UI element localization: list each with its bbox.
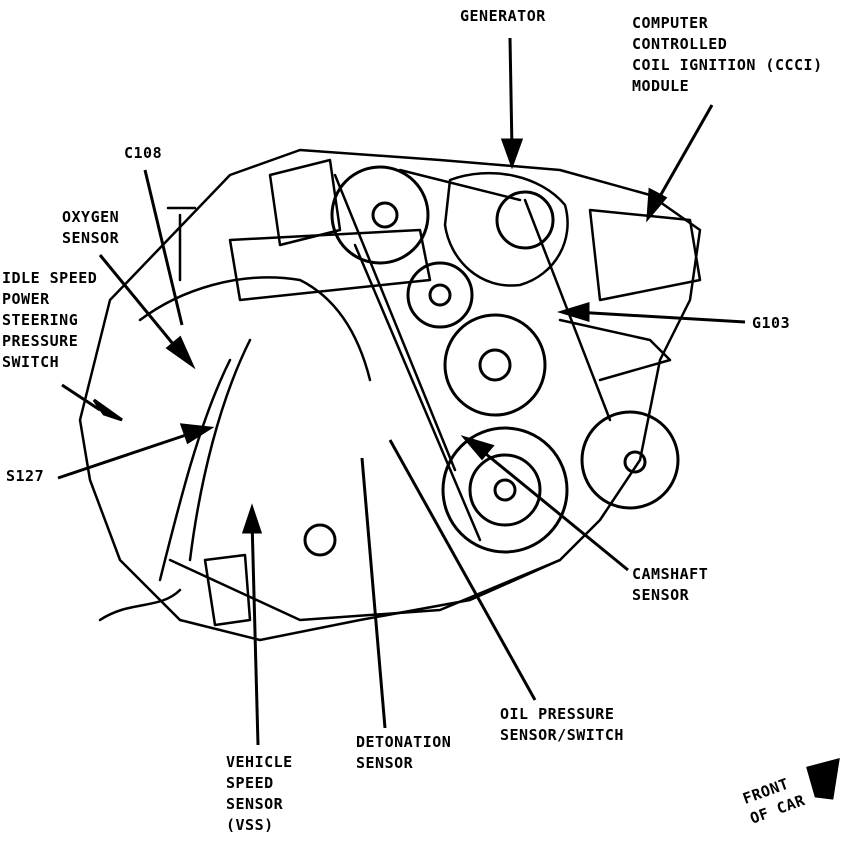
crank-pulley-hub xyxy=(493,478,517,502)
power-steering-pump xyxy=(268,158,342,247)
label-oxygen-sensor: OXYGEN SENSOR xyxy=(62,208,120,247)
leader-vss xyxy=(250,519,260,746)
hose-left xyxy=(158,358,232,582)
label-camshaft-sensor: CAMSHAFT SENSOR xyxy=(632,565,709,604)
leader-g103 xyxy=(574,310,746,324)
leader-detonation xyxy=(360,457,387,729)
arrowhead-generator xyxy=(500,138,524,170)
arrowhead-oxygen xyxy=(165,335,196,370)
leader-generator xyxy=(508,37,514,151)
generator-body xyxy=(443,171,569,287)
belt-mid xyxy=(353,243,482,542)
ac-compressor-hub xyxy=(623,450,647,474)
label-g103: G103 xyxy=(752,314,791,332)
harness-lower xyxy=(98,588,182,622)
leader-oil xyxy=(388,439,537,701)
arrowhead-camshaft xyxy=(460,435,495,461)
arrowhead-idle xyxy=(92,398,123,422)
arrowhead-g103 xyxy=(556,301,590,323)
label-vehicle-speed-sensor: VEHICLE SPEED SENSOR (VSS) xyxy=(226,753,293,834)
leader-c108 xyxy=(143,169,184,326)
ccci-module-box xyxy=(588,208,702,302)
idler-pulley xyxy=(406,261,474,329)
front-of-car-arrow xyxy=(806,757,840,800)
lower-pan-outline xyxy=(168,558,562,622)
leader-idle xyxy=(61,383,101,412)
leader-s127 xyxy=(57,430,196,480)
label-ccci-module: COMPUTER CONTROLLED COIL IGNITION (CCCI)… xyxy=(632,14,823,95)
timing-cover-boss xyxy=(303,523,337,557)
label-s127: S127 xyxy=(6,467,45,485)
leader-ccci xyxy=(653,104,714,206)
water-pump-pulley xyxy=(443,313,547,417)
arrowhead-ccci xyxy=(646,187,668,223)
crank-pulley xyxy=(441,426,569,554)
hose-left-2 xyxy=(188,338,252,562)
label-oil-pressure-sensor: OIL PRESSURE SENSOR/SWITCH xyxy=(500,705,624,744)
water-pump-pulley-hub xyxy=(478,348,512,382)
arrowhead-s127 xyxy=(179,423,215,445)
vss-boot xyxy=(203,553,252,627)
belt-top xyxy=(398,168,522,202)
label-c108: C108 xyxy=(124,144,163,162)
generator-pulley xyxy=(495,190,555,250)
engine-block-outline xyxy=(78,148,702,642)
ac-compressor-pulley xyxy=(580,410,680,510)
label-detonation-sensor: DETONATION SENSOR xyxy=(356,733,452,772)
power-steering-pulley-hub xyxy=(371,201,399,229)
idler-pulley-hub xyxy=(428,283,452,307)
leader-oxygen xyxy=(98,254,180,351)
crank-pulley-inner xyxy=(468,453,542,527)
arrowhead-vss xyxy=(241,503,263,534)
belt-left xyxy=(333,173,457,472)
intake-outline xyxy=(138,276,372,382)
leader-camshaft xyxy=(474,443,629,572)
power-steering-pulley xyxy=(330,165,430,265)
bracket-right xyxy=(558,318,672,382)
label-idle-speed-ps-switch: IDLE SPEED POWER STEERING PRESSURE SWITC… xyxy=(2,269,98,371)
valve-cover xyxy=(228,228,432,302)
label-generator: GENERATOR xyxy=(460,7,546,25)
